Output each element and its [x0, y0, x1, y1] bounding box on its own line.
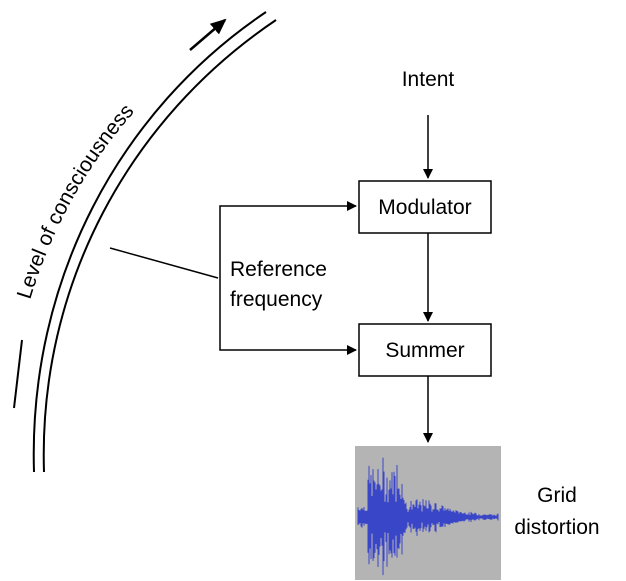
modulator-box: [358, 180, 492, 234]
intent-label: Intent: [402, 68, 455, 91]
consciousness-arc-inner: [42, 19, 277, 473]
waveform-trace: [357, 457, 499, 576]
consciousness-lead-dash: [13, 339, 23, 409]
reference-to-summer-line: [219, 278, 357, 355]
summer-label: Summer: [385, 339, 464, 362]
reference-to-modulator-line: [219, 201, 357, 278]
reference-arc-connector: [109, 247, 219, 279]
grid-label-line1: Grid: [537, 484, 577, 507]
reference-label-line1: Reference: [230, 258, 327, 281]
grid-label-line2: distortion: [514, 516, 599, 539]
consciousness-arrow: [189, 18, 227, 51]
grid-distortion-waveform: [355, 446, 501, 580]
consciousness-arc-outer: [32, 11, 267, 473]
modulator-label: Modulator: [378, 196, 471, 219]
summer-box: [358, 323, 492, 377]
reference-label-line2: frequency: [230, 288, 323, 311]
